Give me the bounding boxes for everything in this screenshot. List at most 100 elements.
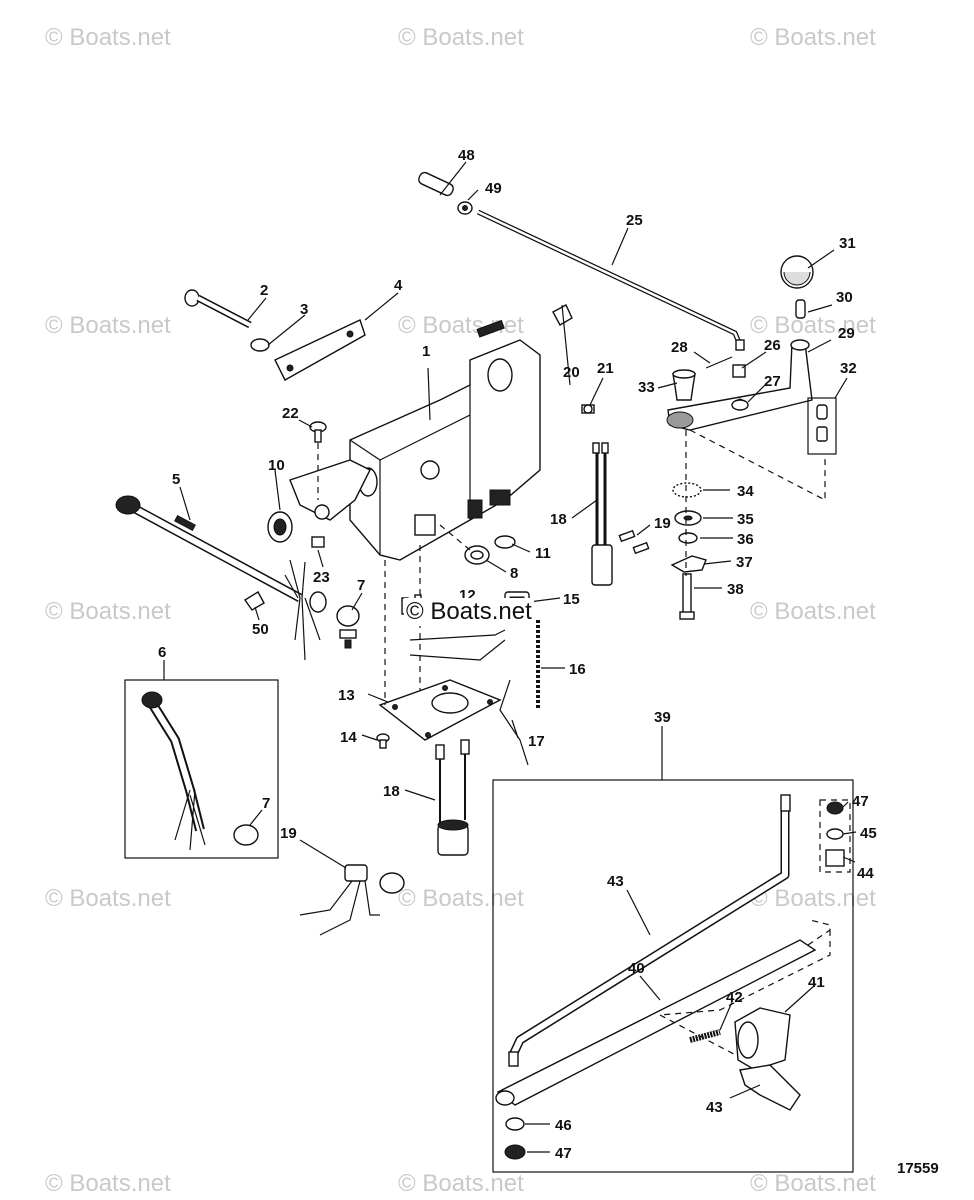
watermark: © Boats.net: [45, 598, 171, 625]
callout-33: 32: [840, 360, 857, 377]
part-29-cotter-pin: [705, 356, 733, 369]
callout-48-top: 47: [852, 793, 869, 810]
callout-40: 39: [654, 709, 671, 726]
part-9-grommet: [267, 511, 293, 543]
callout-18: 19: [280, 825, 297, 842]
callout-labels: 48 49 25 31 30 29 32 28 26 27 33 1 2 3 4…: [158, 147, 877, 1162]
part-34-bushing: [672, 369, 696, 401]
callout-37: 36: [737, 531, 754, 548]
callout-20: 19: [654, 515, 671, 532]
part-16-lead: [499, 679, 529, 766]
callout-5: 5: [172, 471, 180, 488]
part-26-rod: [476, 209, 745, 351]
callout-22: 21: [597, 360, 614, 377]
watermark: © Boats.net: [398, 1170, 524, 1197]
center-watermark: © Boats.net: [404, 598, 534, 626]
callout-30: 29: [838, 325, 855, 342]
callout-12: 13: [338, 687, 355, 704]
callout-4: 4: [394, 277, 403, 294]
watermark: © Boats.net: [750, 24, 876, 51]
part-8-bushing: [464, 545, 490, 565]
callout-14: 15: [563, 591, 580, 608]
watermark: © Boats.net: [750, 1170, 876, 1197]
part-35-lockwasher: [672, 482, 702, 498]
callout-6: 6: [158, 644, 166, 661]
callout-19: 18: [550, 511, 567, 528]
part-7-key-switch: [336, 605, 360, 649]
part-4-plate: [274, 319, 366, 381]
callout-16: 17: [528, 733, 545, 750]
part-31-pin: [795, 299, 806, 319]
part-10-clip: [494, 535, 516, 549]
callout-44: 43: [706, 1099, 723, 1116]
callout-43: 42: [726, 989, 743, 1006]
callout-26: 25: [626, 212, 643, 229]
callout-34: 33: [638, 379, 655, 396]
part-33-kit-box: [807, 397, 837, 455]
callout-21: 20: [563, 364, 580, 381]
part-30-lever: [666, 339, 813, 431]
part-5-harness-cable: [115, 495, 321, 661]
callout-35: 34: [737, 483, 754, 500]
part-1-bracket: [289, 319, 541, 561]
callout-17: 18: [383, 783, 400, 800]
part-32-knob: [780, 255, 814, 289]
callout-8: 8: [510, 565, 518, 582]
figure-number: 17559: [897, 1160, 939, 1177]
part-49-nut: [457, 201, 473, 215]
callout-32: 31: [839, 235, 856, 252]
part-28-washer: [731, 399, 749, 411]
callout-25: 48: [458, 147, 475, 164]
callout-28: 27: [764, 373, 781, 390]
part-12-plate: [378, 679, 502, 741]
callout-15: 16: [569, 661, 586, 678]
part-38-tab-washer: [670, 555, 707, 573]
callout-45: 43: [607, 873, 624, 890]
part-39-bolt: [679, 573, 695, 620]
leader-lines: [163, 161, 857, 1153]
callout-41: 40: [628, 960, 645, 977]
callout-23: 22: [282, 405, 299, 422]
part-24-nut: [311, 536, 325, 548]
callout-39: 38: [727, 581, 744, 598]
part-17-solenoid: [435, 739, 470, 856]
part-50-cap: [244, 591, 265, 611]
part-19-switch: [591, 442, 613, 586]
callout-3: 3: [300, 301, 308, 318]
callout-47-top: 45: [860, 825, 877, 842]
watermark: © Boats.net: [45, 312, 171, 339]
callout-47-bottom: 46: [555, 1117, 572, 1134]
callout-7: 7: [357, 577, 365, 594]
part-2-bolt: [184, 289, 252, 329]
callout-46: 44: [857, 865, 874, 882]
callout-27: 26: [764, 337, 781, 354]
part-22-screw: [581, 404, 595, 414]
watermark: © Boats.net: [398, 24, 524, 51]
part-37-washer: [678, 532, 698, 544]
callout-31: 30: [836, 289, 853, 306]
callout-42: 41: [808, 974, 825, 991]
callout-38: 37: [736, 554, 753, 571]
part-18-harness: [299, 864, 405, 936]
inset-box-40: [492, 779, 854, 1173]
watermark: © Boats.net: [750, 598, 876, 625]
watermark: © Boats.net: [750, 885, 876, 912]
callout-13: 14: [340, 729, 357, 746]
part-36-washer: [674, 510, 702, 526]
watermark: © Boats.net: [45, 1170, 171, 1197]
callout-7-inset: 7: [262, 795, 270, 812]
inset-box-6: [124, 679, 279, 859]
callout-50: 50: [252, 621, 269, 638]
callout-36: 35: [737, 511, 754, 528]
callout-49: 49: [485, 180, 502, 197]
callout-48-bottom: 47: [555, 1145, 572, 1162]
watermark: © Boats.net: [45, 24, 171, 51]
callout-24: 23: [313, 569, 330, 586]
watermark: © Boats.net: [398, 885, 524, 912]
part-23-screw: [309, 421, 327, 443]
callout-10: 11: [535, 545, 551, 562]
callout-2: 2: [260, 282, 268, 299]
callout-29: 28: [671, 339, 688, 356]
